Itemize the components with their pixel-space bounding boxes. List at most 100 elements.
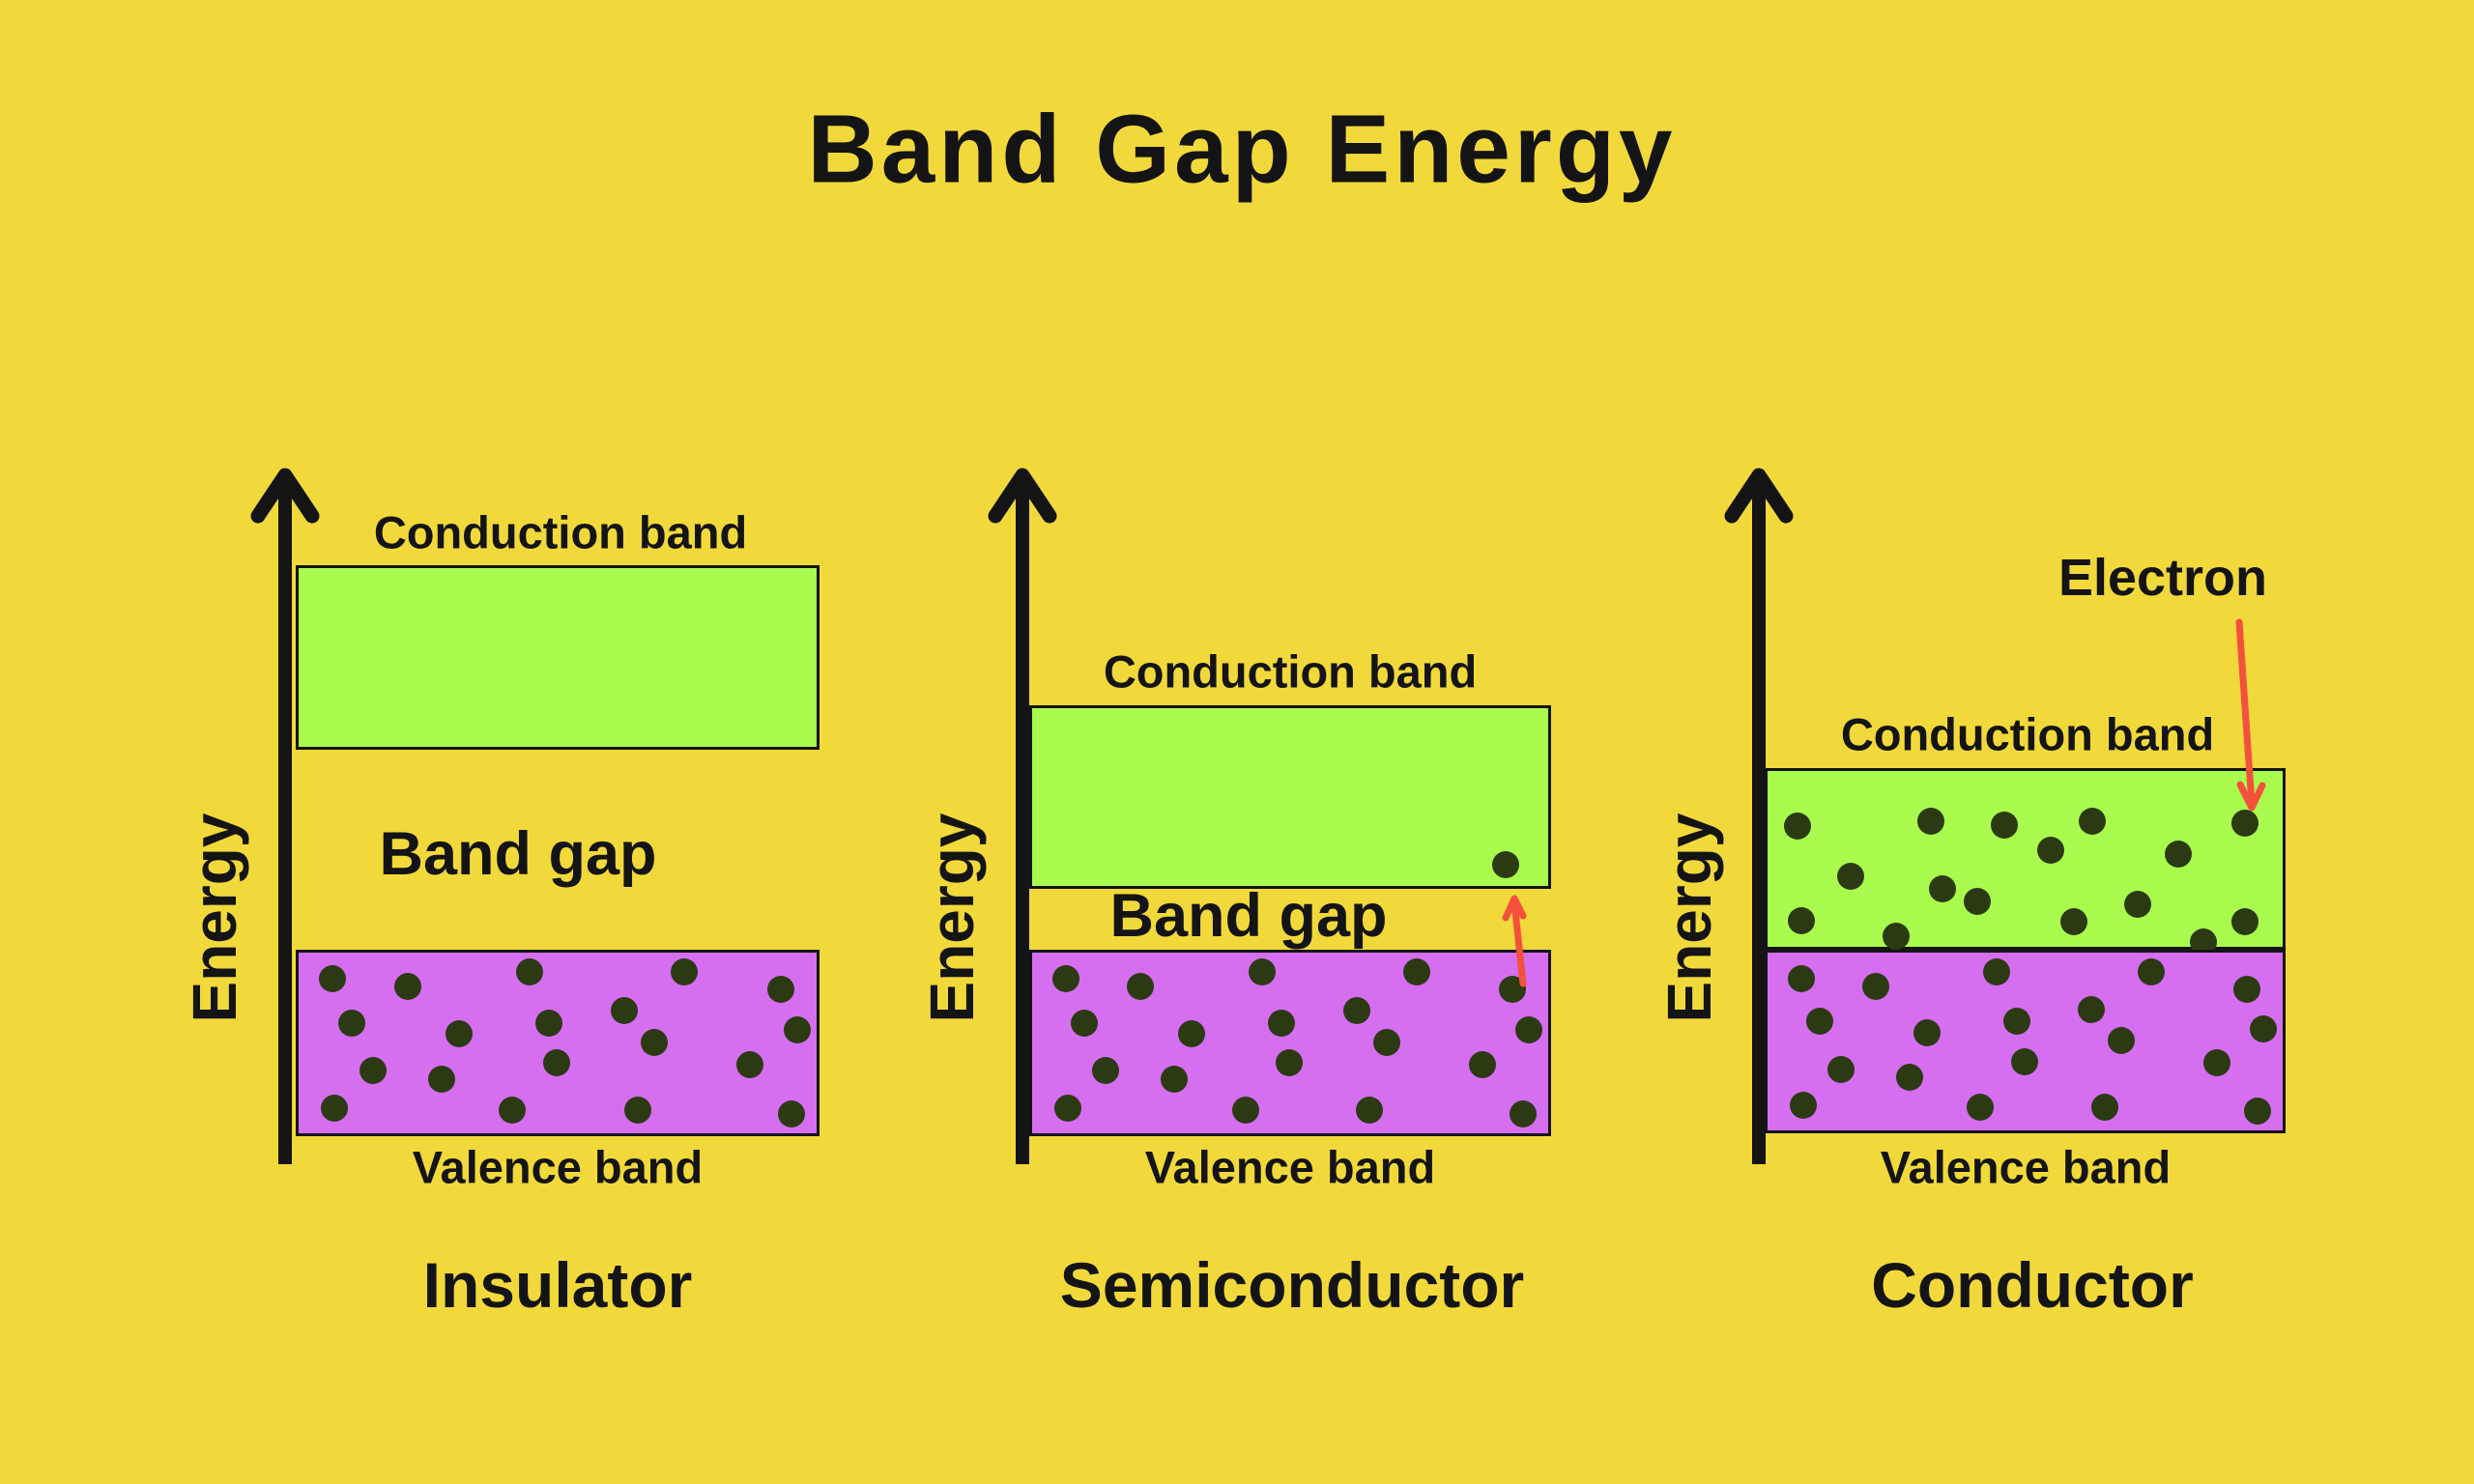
electron-dot bbox=[2233, 975, 2261, 1003]
valence-band-box bbox=[1765, 950, 2286, 1133]
electron-dot bbox=[1053, 1094, 1081, 1122]
electron-dot bbox=[2230, 908, 2258, 936]
electron-dot bbox=[1896, 1063, 1924, 1091]
electron-dot bbox=[623, 1096, 651, 1124]
electron-dot bbox=[393, 973, 421, 1001]
electron-dot bbox=[1356, 1096, 1384, 1124]
electron-dot bbox=[1789, 1092, 1817, 1120]
electron-dot bbox=[2124, 891, 2152, 919]
electron-dot bbox=[1783, 813, 1811, 841]
electron-dot bbox=[1248, 958, 1276, 985]
electron-dot bbox=[2010, 1047, 2038, 1075]
electron-dot bbox=[1468, 1051, 1496, 1079]
electron-dot bbox=[1510, 1099, 1538, 1127]
electron-dot bbox=[1787, 906, 1815, 934]
electron-dot bbox=[1071, 1009, 1099, 1037]
valence-band-label: Valence band bbox=[412, 1141, 704, 1193]
electron-dot bbox=[1161, 1065, 1189, 1093]
electron-dot bbox=[2138, 957, 2166, 985]
conduction-electrons bbox=[299, 568, 817, 747]
electron-dot bbox=[2090, 1093, 2118, 1121]
electron-dot bbox=[1092, 1057, 1120, 1085]
panel-title-insulator: Insulator bbox=[422, 1249, 693, 1321]
electron-dot bbox=[1883, 922, 1911, 950]
electron-dot bbox=[1806, 1008, 1834, 1036]
electron-dot bbox=[767, 976, 795, 1004]
electron-dot bbox=[1928, 875, 1956, 903]
electron-dot bbox=[445, 1020, 473, 1048]
electron-dot bbox=[1917, 808, 1945, 836]
electron-dot bbox=[778, 1099, 806, 1127]
electron-dot bbox=[641, 1028, 669, 1056]
electron-dot bbox=[1983, 957, 2011, 985]
electron-dot bbox=[736, 1051, 764, 1079]
electron-dot bbox=[2244, 1098, 2272, 1126]
energy-axis bbox=[1752, 488, 1766, 1164]
excitation-arrow bbox=[1502, 895, 1527, 987]
energy-axis bbox=[278, 488, 292, 1164]
electron-dot bbox=[1836, 863, 1864, 891]
panel-title-semiconductor: Semiconductor bbox=[1059, 1249, 1525, 1321]
valence-electrons bbox=[1768, 953, 2283, 1130]
electron-pointer-arrow bbox=[2235, 618, 2266, 812]
electron-dot bbox=[1967, 1093, 1995, 1121]
electron-dot bbox=[1127, 973, 1155, 1001]
energy-axis-label: Energy bbox=[180, 813, 249, 1023]
electron-dot bbox=[1342, 996, 1370, 1024]
page-title: Band Gap Energy bbox=[807, 95, 1677, 204]
electron-dot bbox=[1827, 1055, 1856, 1083]
band-gap-label: Band gap bbox=[379, 820, 657, 888]
electron-dot bbox=[320, 1094, 348, 1122]
electron-dot bbox=[1231, 1096, 1259, 1124]
electron-dot bbox=[611, 996, 639, 1024]
electron-dot bbox=[2230, 810, 2258, 838]
electron-dot bbox=[318, 965, 346, 993]
electron-dot bbox=[2250, 1014, 2278, 1042]
axis-arrowhead-icon bbox=[250, 468, 320, 524]
electron-dot bbox=[1515, 1015, 1543, 1043]
electron-dot bbox=[515, 958, 543, 985]
electron-dot bbox=[2202, 1049, 2230, 1077]
electron-dot bbox=[1268, 1009, 1296, 1037]
energy-axis bbox=[1016, 488, 1029, 1164]
conduction-band-box bbox=[1029, 705, 1551, 889]
electron-dot bbox=[1991, 811, 2019, 839]
conduction-band-box bbox=[1765, 768, 2286, 956]
valence-band-label: Valence band bbox=[1144, 1141, 1436, 1193]
electron-dot bbox=[535, 1009, 563, 1037]
axis-arrowhead-icon bbox=[1724, 468, 1794, 524]
electron-label: Electron bbox=[2057, 549, 2268, 607]
conduction-electrons bbox=[1768, 771, 2283, 956]
electron-dot bbox=[2078, 808, 2106, 836]
electron-dot bbox=[2002, 1008, 2030, 1036]
electron-dot bbox=[1051, 965, 1079, 993]
conduction-band-box bbox=[296, 565, 820, 750]
band-gap-label: Band gap bbox=[1109, 882, 1388, 950]
electron-dot bbox=[1276, 1049, 1304, 1077]
electron-dot bbox=[1963, 888, 1991, 916]
electron-dot bbox=[2078, 995, 2106, 1023]
electron-dot bbox=[1402, 958, 1430, 985]
valence-electrons bbox=[299, 953, 817, 1133]
valence-band-box bbox=[296, 950, 820, 1136]
electron-dot bbox=[2060, 908, 2088, 936]
electron-dot bbox=[1178, 1020, 1205, 1048]
energy-axis-label: Energy bbox=[1654, 813, 1724, 1023]
valence-band-label: Valence band bbox=[1880, 1141, 2172, 1193]
energy-axis-label: Energy bbox=[917, 813, 987, 1023]
electron-dot bbox=[1861, 972, 1889, 1000]
electron-dot bbox=[337, 1009, 365, 1037]
conduction-electrons bbox=[1032, 708, 1548, 886]
electron-dot bbox=[1372, 1028, 1400, 1056]
conduction-band-label: Conduction band bbox=[373, 506, 748, 558]
electron-dot bbox=[427, 1065, 455, 1093]
electron-dot bbox=[2108, 1027, 2136, 1055]
electron-dot bbox=[359, 1057, 387, 1085]
valence-band-box bbox=[1029, 950, 1551, 1136]
valence-electrons bbox=[1032, 953, 1548, 1133]
electron-dot bbox=[784, 1015, 812, 1043]
electron-dot bbox=[2165, 841, 2193, 869]
axis-arrowhead-icon bbox=[988, 468, 1057, 524]
electron-dot bbox=[1787, 964, 1815, 992]
